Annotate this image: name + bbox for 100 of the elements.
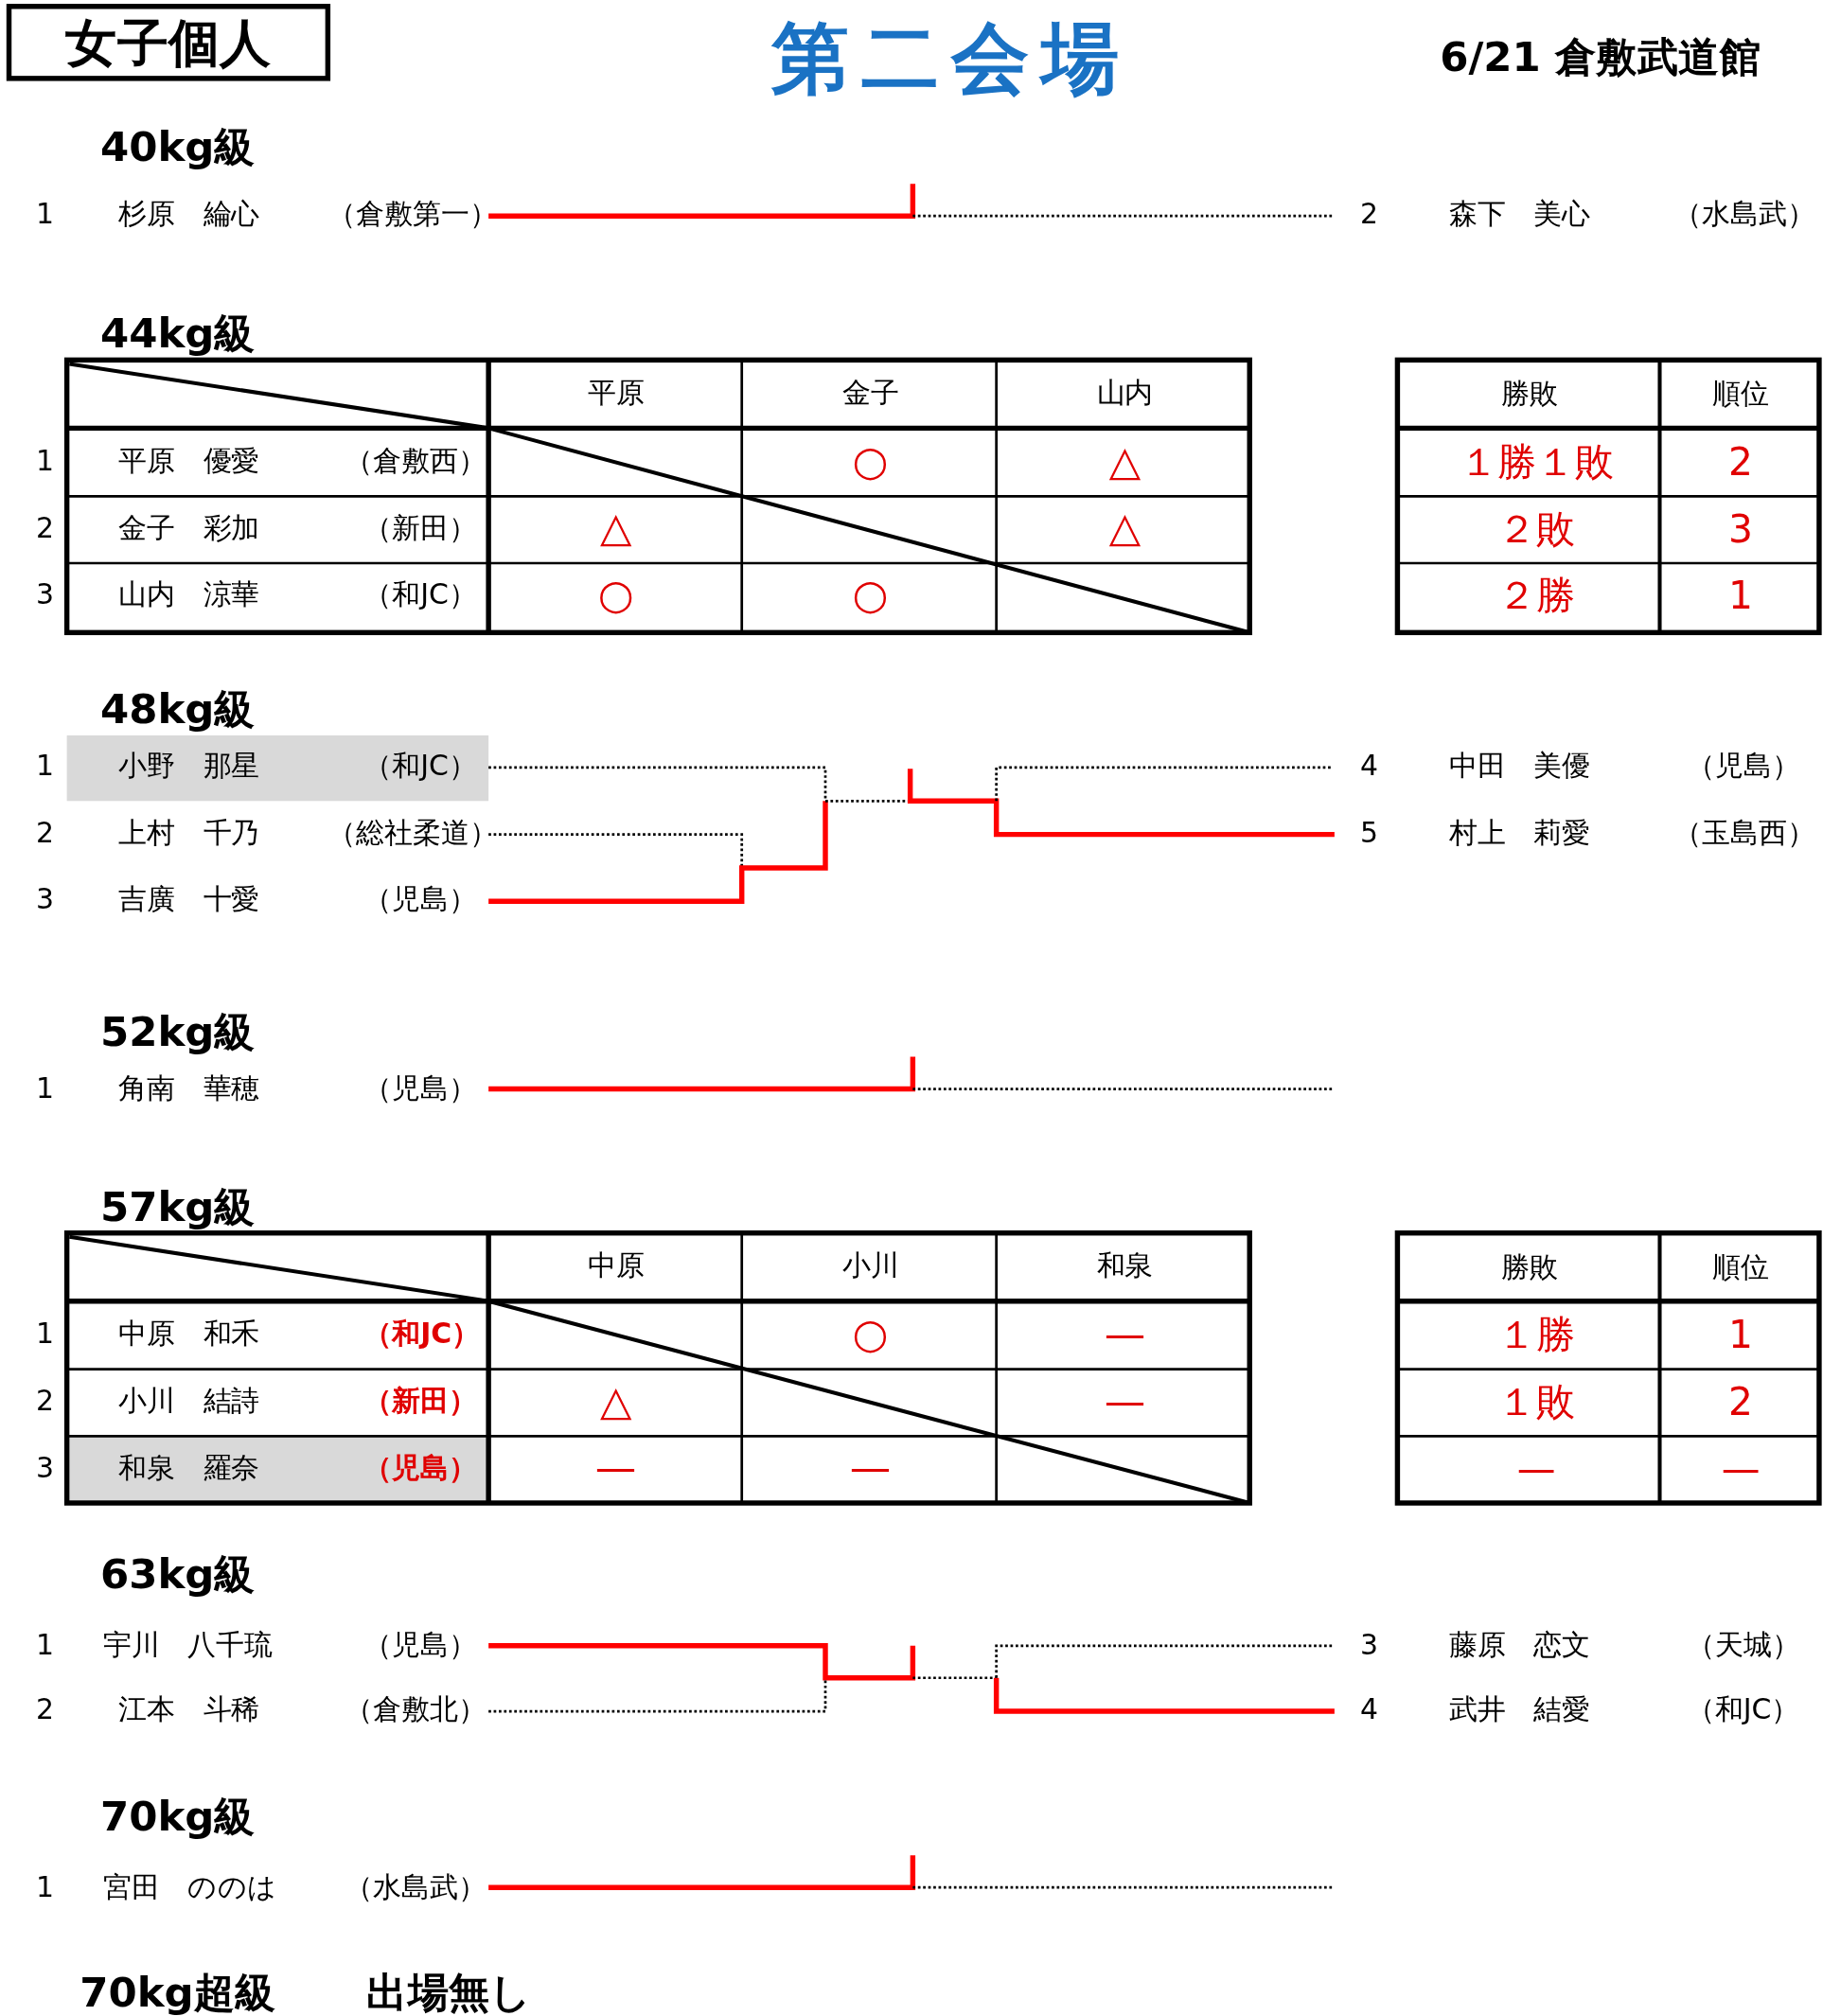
team-name: （和JC） bbox=[1687, 1694, 1800, 1726]
entry-number: 5 bbox=[1360, 817, 1379, 849]
competitor-name: 武井 結愛 bbox=[1448, 1694, 1591, 1726]
win-loss-record: ２敗 bbox=[1497, 506, 1575, 550]
result-mark: — bbox=[1104, 1312, 1146, 1357]
weight-class-heading: 52kg級 bbox=[99, 1009, 256, 1055]
win-loss-record: １勝 bbox=[1497, 1313, 1575, 1356]
team-name: （和JC） bbox=[363, 1318, 481, 1351]
competitor-name: 江本 斗稀 bbox=[117, 1694, 260, 1726]
result-mark: △ bbox=[1108, 438, 1142, 485]
team-name: （倉敷第一） bbox=[327, 199, 498, 231]
team-name: （総社柔道） bbox=[327, 817, 498, 849]
competitor-name: 角南 華穂 bbox=[117, 1073, 260, 1105]
weight-class-heading: 70kg超級 bbox=[80, 1970, 276, 2016]
entry-number: 3 bbox=[1360, 1630, 1379, 1662]
team-name: （水島武） bbox=[1673, 199, 1815, 231]
result-mark: — bbox=[849, 1445, 892, 1492]
competitor-name: 宇川 八千琉 bbox=[102, 1630, 273, 1662]
entry-number: 1 bbox=[36, 199, 55, 231]
entry-number: 2 bbox=[36, 1386, 55, 1418]
entry-number: 1 bbox=[36, 1318, 55, 1351]
entry-number: 1 bbox=[36, 1871, 55, 1903]
entry-number: 4 bbox=[1360, 751, 1379, 783]
team-name: （和JC） bbox=[363, 579, 477, 611]
entry-number: 1 bbox=[36, 751, 55, 783]
competitor-name: 上村 千乃 bbox=[117, 817, 260, 849]
column-header: 山内 bbox=[1096, 378, 1154, 410]
win-loss-record: １勝１敗 bbox=[1459, 440, 1614, 484]
competitor-name: 吉廣 十愛 bbox=[117, 884, 260, 916]
date-venue: 6/21 倉敷武道館 bbox=[1440, 35, 1761, 81]
result-mark: — bbox=[1104, 1378, 1146, 1424]
team-name: （児島） bbox=[1687, 751, 1800, 783]
entry-number: 3 bbox=[36, 579, 55, 611]
win-loss-record: ２勝 bbox=[1497, 574, 1575, 617]
column-header: 小川 bbox=[841, 1250, 899, 1282]
win-loss-record: １敗 bbox=[1497, 1380, 1575, 1424]
column-header: 金子 bbox=[841, 378, 899, 410]
competitor-name: 金子 彩加 bbox=[117, 512, 260, 544]
team-name: （天城） bbox=[1687, 1630, 1800, 1662]
result-mark: ○ bbox=[852, 573, 889, 618]
entry-number: 2 bbox=[36, 512, 55, 544]
team-name: （新田） bbox=[363, 1386, 477, 1418]
team-name: （児島） bbox=[363, 1452, 477, 1484]
competitor-name: 小川 結詩 bbox=[117, 1386, 260, 1418]
rank-number: 2 bbox=[1728, 1380, 1754, 1424]
team-name: （児島） bbox=[363, 1073, 477, 1105]
competitor-name: 小野 那星 bbox=[117, 751, 260, 783]
entry-number: 3 bbox=[36, 884, 55, 916]
column-header: 平原 bbox=[587, 378, 645, 410]
competitor-name: 村上 莉愛 bbox=[1448, 817, 1591, 849]
team-name: （児島） bbox=[363, 1630, 477, 1662]
result-mark: △ bbox=[1108, 505, 1142, 552]
entry-number: 2 bbox=[36, 1694, 55, 1726]
competitor-name: 山内 涼華 bbox=[117, 579, 260, 611]
column-header: 勝敗 bbox=[1501, 1251, 1559, 1283]
team-name: （和JC） bbox=[363, 751, 477, 783]
competitor-name: 中田 美優 bbox=[1448, 751, 1591, 783]
entry-number: 1 bbox=[36, 1630, 55, 1662]
column-header: 和泉 bbox=[1096, 1250, 1154, 1282]
heading-box: 女子個人 bbox=[6, 4, 331, 81]
entry-number: 1 bbox=[36, 1073, 55, 1105]
result-mark: △ bbox=[599, 1378, 632, 1424]
column-header: 順位 bbox=[1712, 379, 1769, 411]
rank-number: 1 bbox=[1728, 574, 1754, 617]
team-name: （倉敷北） bbox=[345, 1694, 487, 1726]
entry-number: 4 bbox=[1360, 1694, 1379, 1726]
competitor-name: 藤原 恋文 bbox=[1448, 1630, 1591, 1662]
weight-class-heading: 57kg級 bbox=[99, 1184, 256, 1230]
entry-number: 3 bbox=[36, 1452, 55, 1484]
rank-number: — bbox=[1721, 1446, 1761, 1490]
competitor-name: 平原 優愛 bbox=[117, 446, 260, 478]
team-name: （水島武） bbox=[345, 1871, 487, 1903]
competitor-name: 中原 和禾 bbox=[117, 1318, 260, 1351]
competitor-name: 宮田 ののは bbox=[102, 1871, 276, 1903]
rank-number: 1 bbox=[1728, 1313, 1754, 1356]
entry-number: 1 bbox=[36, 446, 55, 478]
column-header: 勝敗 bbox=[1501, 379, 1559, 411]
result-mark: ○ bbox=[852, 1312, 889, 1357]
competitor-name: 和泉 羅奈 bbox=[117, 1452, 260, 1484]
rank-number: 3 bbox=[1728, 506, 1754, 550]
team-name: （倉敷西） bbox=[345, 446, 487, 478]
rank-number: 2 bbox=[1728, 440, 1754, 484]
result-mark: ○ bbox=[852, 438, 889, 485]
weight-class-heading: 40kg級 bbox=[99, 125, 256, 171]
competitor-name: 杉原 綸心 bbox=[117, 199, 260, 231]
result-mark: ○ bbox=[597, 573, 634, 618]
win-loss-record: — bbox=[1516, 1446, 1556, 1490]
entry-number: 2 bbox=[36, 817, 55, 849]
venue-title: 第二会場 bbox=[770, 15, 1132, 100]
column-header: 順位 bbox=[1712, 1251, 1769, 1283]
result-mark: — bbox=[594, 1445, 637, 1492]
team-name: （新田） bbox=[363, 512, 477, 544]
weight-class-heading: 63kg級 bbox=[99, 1552, 256, 1598]
weight-class-heading: 44kg級 bbox=[99, 311, 256, 358]
team-name: （児島） bbox=[363, 884, 477, 916]
column-header: 中原 bbox=[587, 1250, 645, 1282]
no-entry-note: 出場無し bbox=[366, 1970, 533, 2016]
team-name: （玉島西） bbox=[1673, 817, 1815, 849]
competitor-name: 森下 美心 bbox=[1448, 199, 1591, 231]
result-mark: △ bbox=[599, 505, 632, 552]
